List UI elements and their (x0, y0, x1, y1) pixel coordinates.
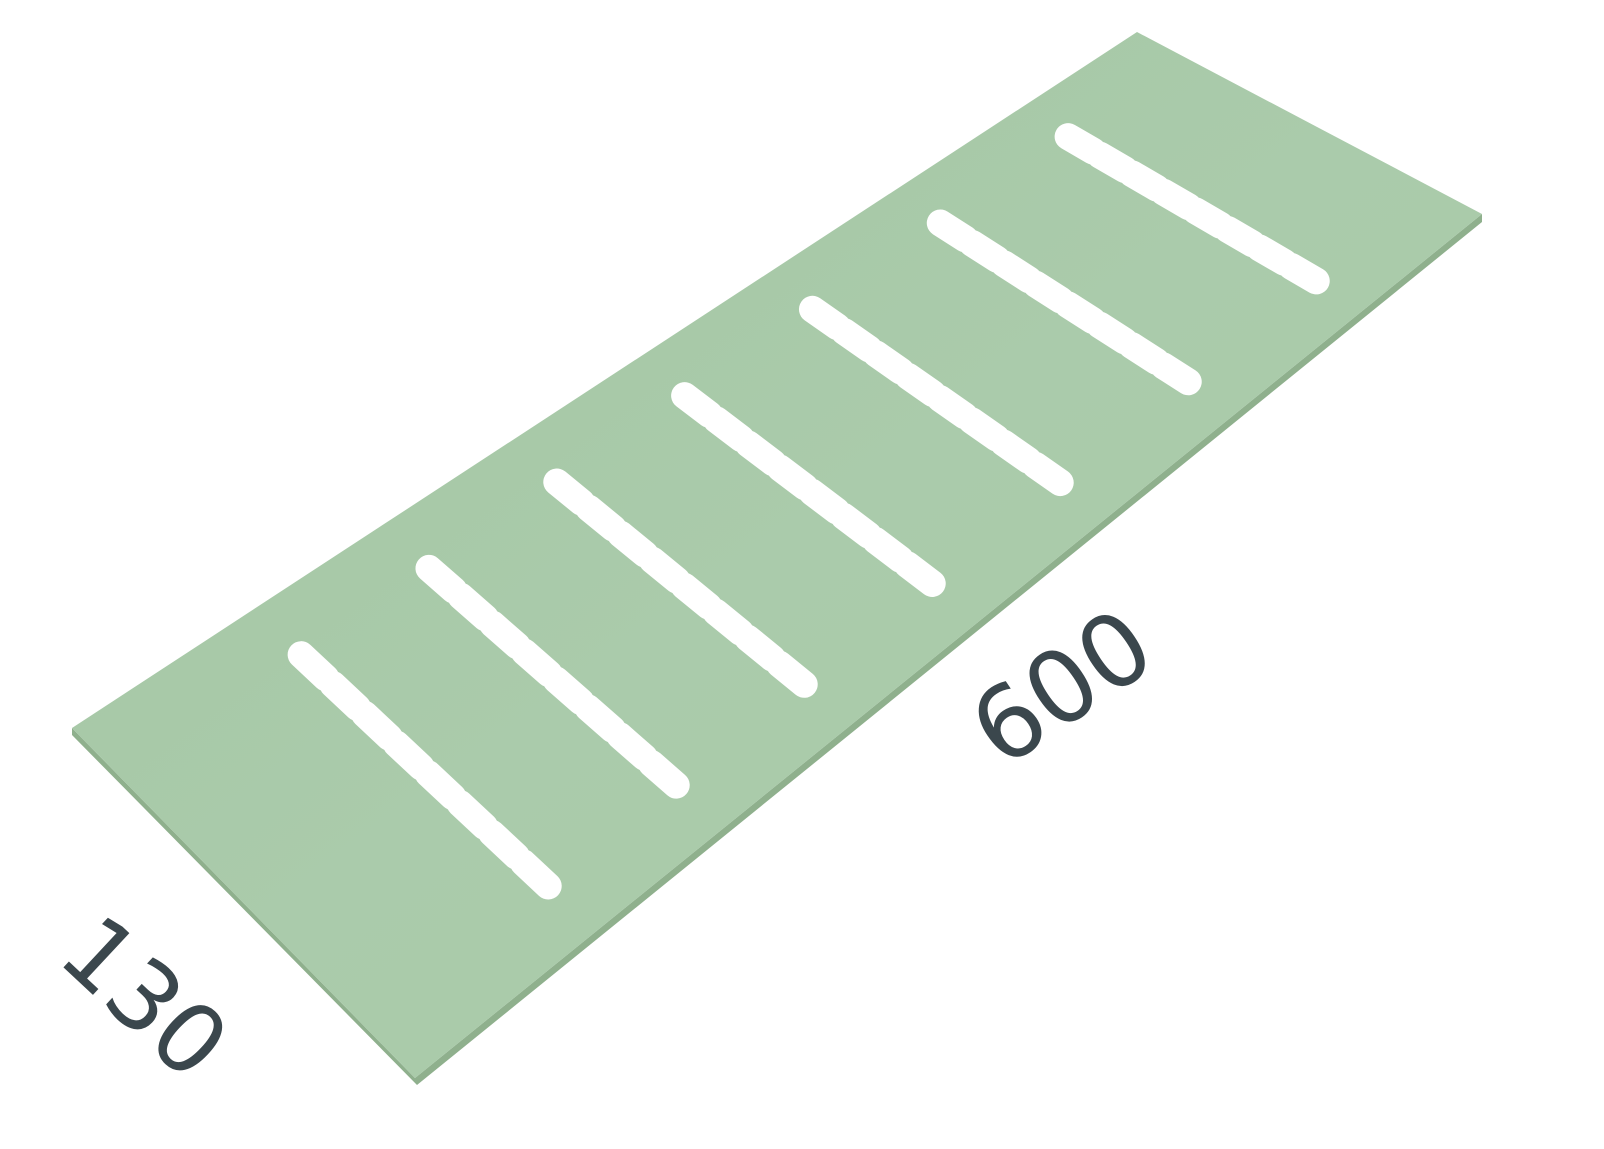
plate-face (72, 32, 1482, 1078)
